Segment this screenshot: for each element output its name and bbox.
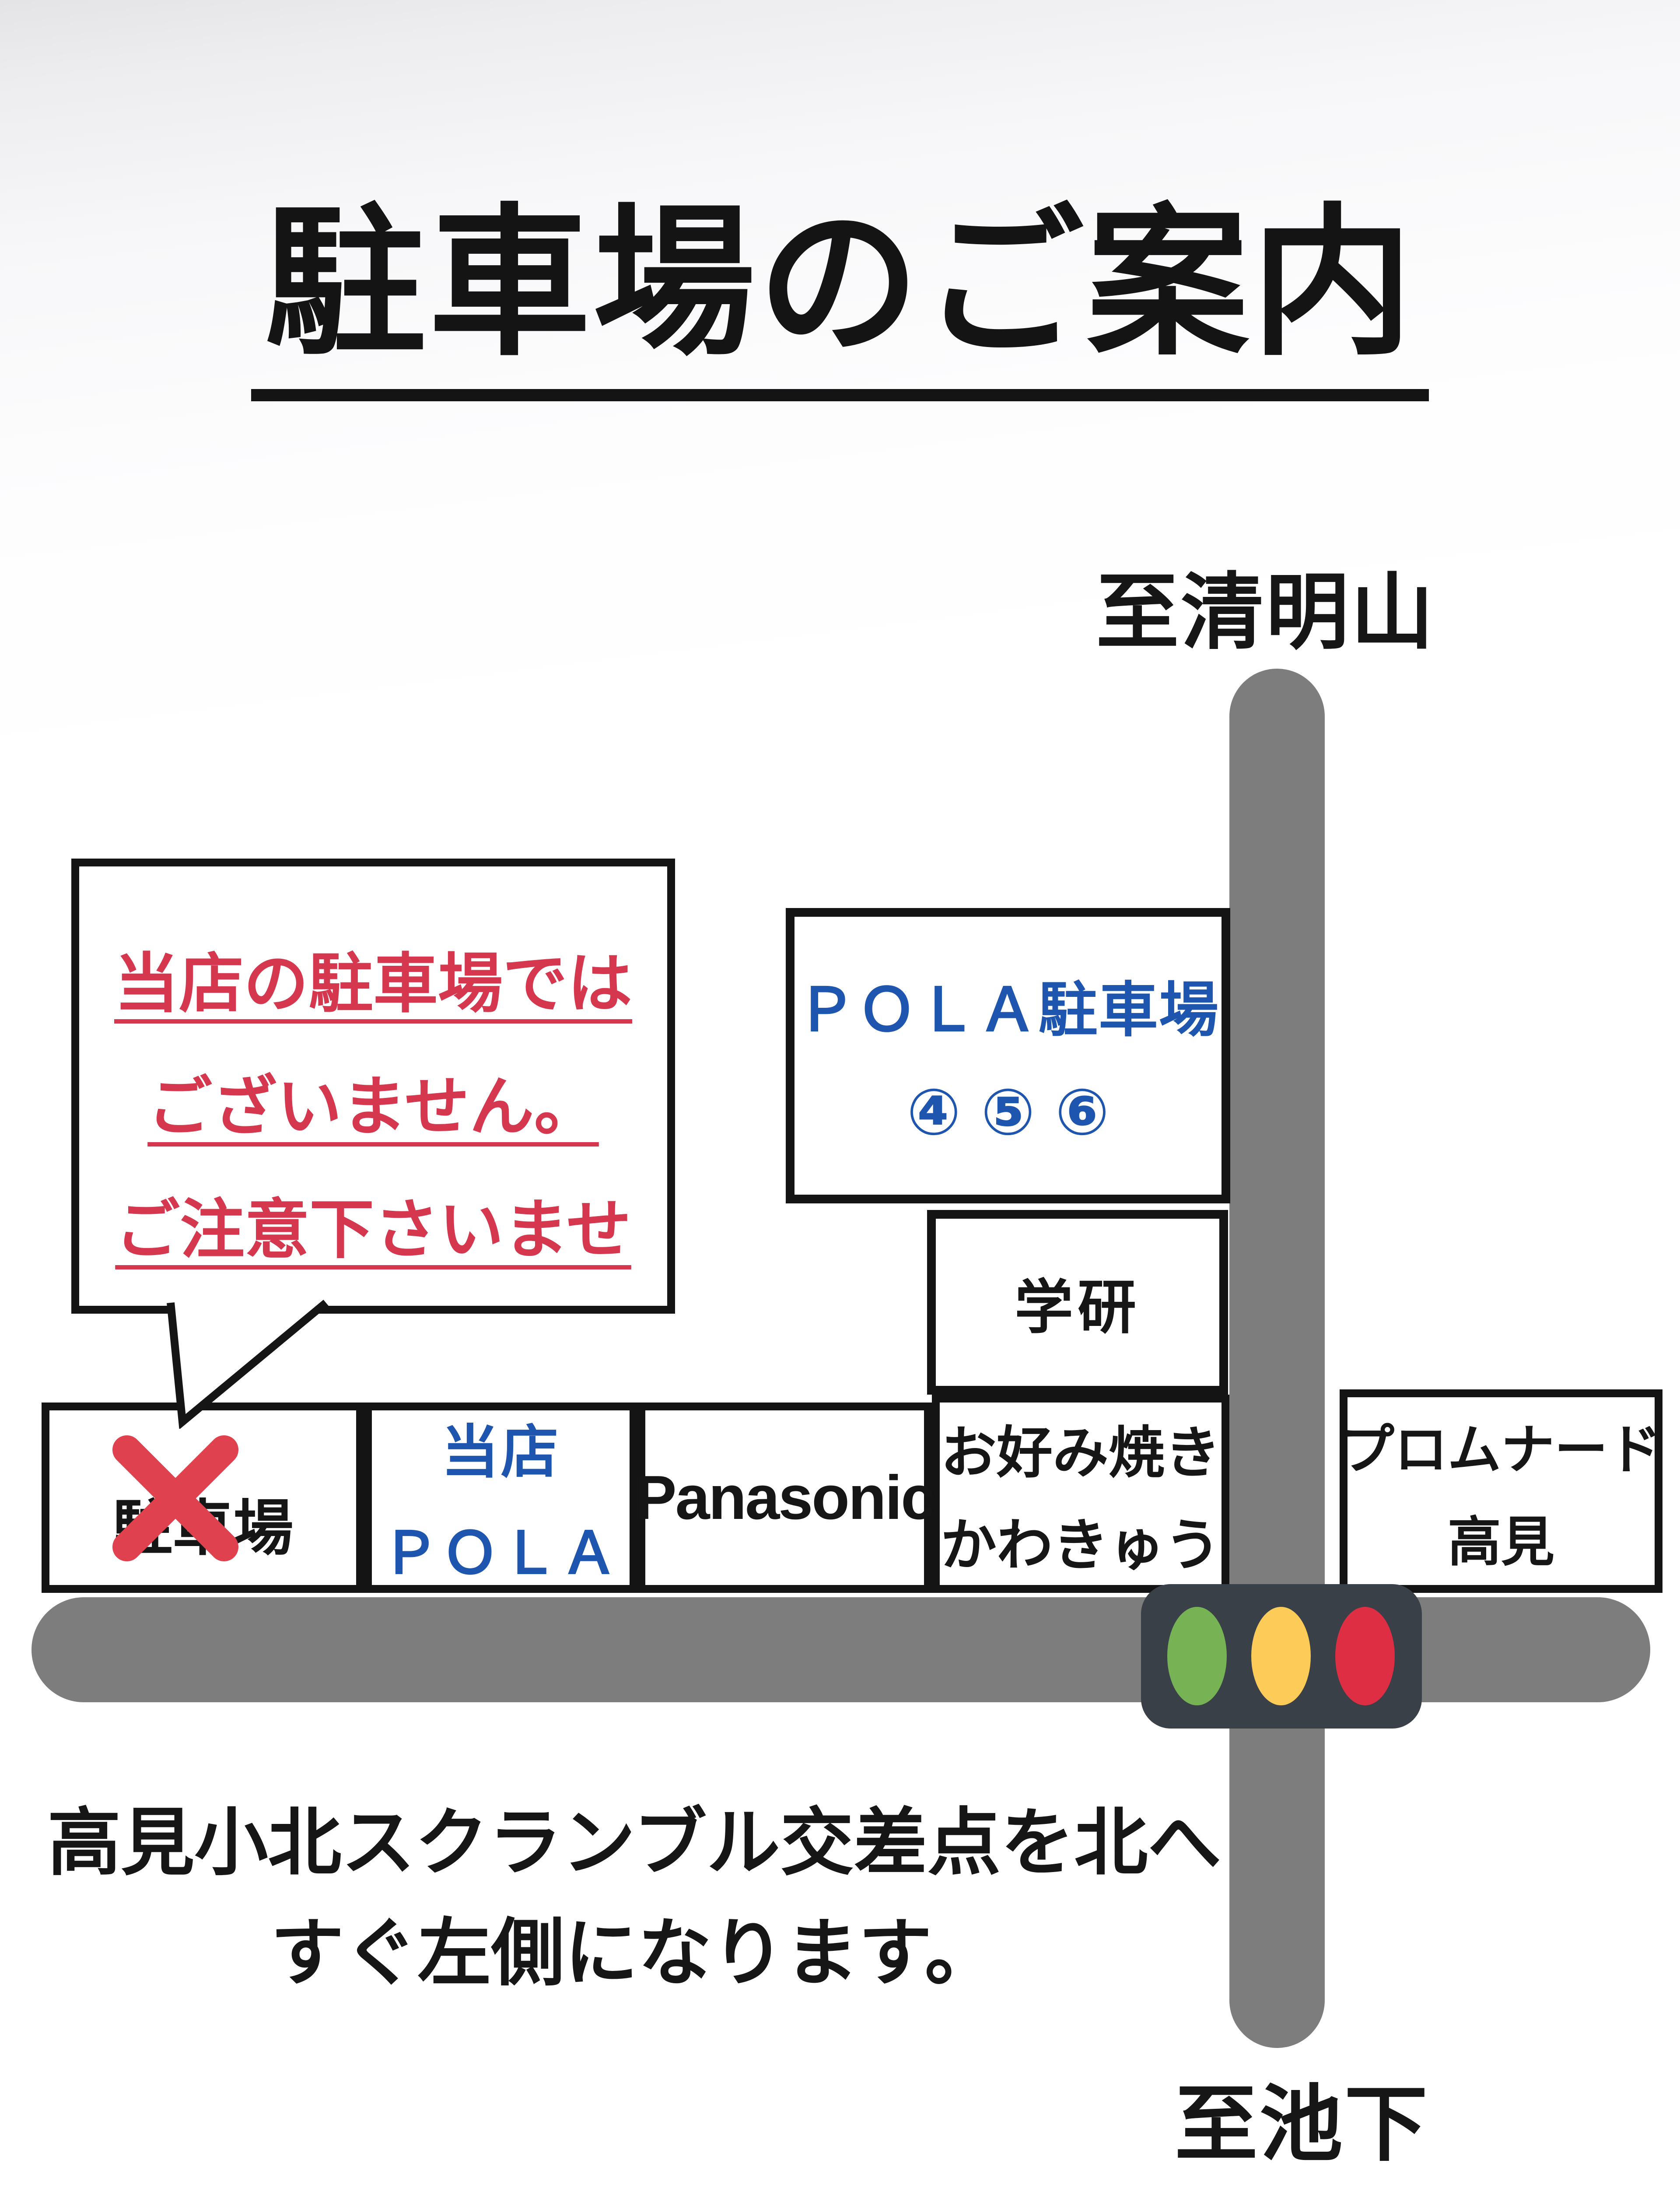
- warning-callout-text: 当店の駐車場では ございません。 ご注意下さいませ: [79, 866, 667, 1292]
- warning-callout: 当店の駐車場では ございません。 ご注意下さいませ: [71, 859, 675, 1314]
- green-light-icon: [1167, 1607, 1227, 1705]
- pola-parking-space-numbers: ④⑤⑥: [906, 1075, 1130, 1150]
- warning-line: ご注意下さいませ: [115, 1192, 631, 1268]
- okonomiyaki-kawakyu-box: お好み焼き かわきゅう: [932, 1395, 1229, 1593]
- promenade-takami-box: プロムナード 高見: [1340, 1389, 1662, 1593]
- red-light-icon: [1335, 1607, 1395, 1705]
- warning-callout-tail: [167, 1300, 329, 1429]
- gakken-label: 学研: [1014, 1273, 1141, 1342]
- pola-parking-lot-box: ＰＯＬＡ駐車場 ④⑤⑥: [786, 908, 1230, 1203]
- our-store-label-line1: 当店: [441, 1418, 560, 1486]
- traffic-light-icon: [1141, 1584, 1422, 1729]
- promenade-label-line1: プロムナード: [1341, 1418, 1661, 1481]
- panasonic-box: Panasonic: [635, 1403, 935, 1593]
- other-parking-label: 駐車場: [112, 1493, 294, 1564]
- warning-line: ございません。: [147, 1069, 599, 1145]
- directions-note-line1: 高見小北スクランブル交差点を北へ: [47, 1800, 1222, 1886]
- other-parking-box: 駐車場: [42, 1403, 364, 1593]
- okonomiyaki-label-line2: かわきゅう: [940, 1512, 1221, 1578]
- directions-note-line2: すぐ左側になります。: [270, 1910, 998, 1996]
- promenade-label-line2: 高見: [1448, 1511, 1554, 1573]
- title-row: 駐車場のご案内: [0, 188, 1680, 401]
- panasonic-label: Panasonic: [635, 1462, 935, 1532]
- okonomiyaki-label-line1: お好み焼き: [940, 1420, 1221, 1486]
- yellow-light-icon: [1251, 1607, 1311, 1705]
- pola-parking-lot-name: ＰＯＬＡ駐車場: [797, 976, 1219, 1045]
- our-store-label-line2: ＰＯＬＡ: [382, 1519, 620, 1587]
- direction-label-north: 至清明山: [1096, 564, 1436, 661]
- warning-line: 当店の駐車場では: [114, 946, 632, 1021]
- page-title: 駐車場のご案内: [251, 188, 1429, 401]
- road-vertical: [1229, 669, 1325, 2048]
- gakken-box: 学研: [927, 1210, 1228, 1395]
- directions-note: 高見小北スクランブル交差点を北へ すぐ左側になります。: [35, 1788, 1234, 2008]
- direction-label-south: 至池下: [1175, 2076, 1430, 2173]
- our-store-pola-box: 当店 ＰＯＬＡ: [364, 1403, 637, 1593]
